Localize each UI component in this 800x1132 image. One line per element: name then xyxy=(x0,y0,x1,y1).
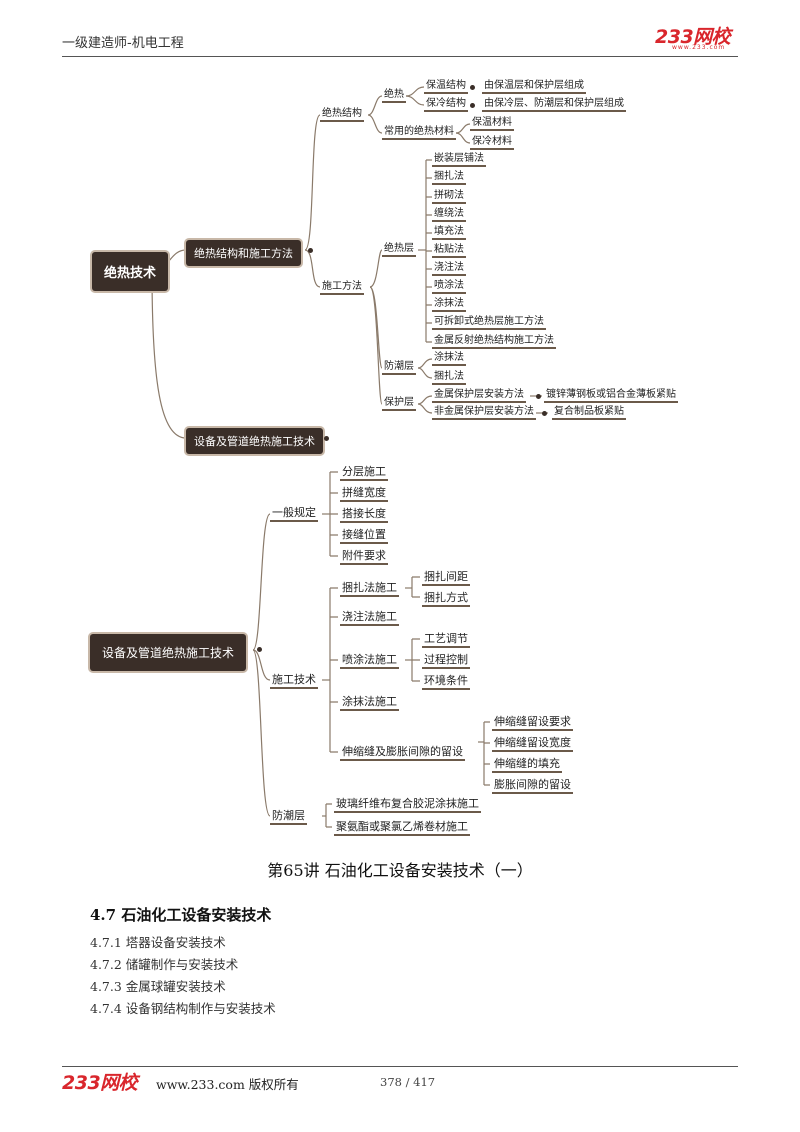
mindmap1-node-moisture-layer: 防潮层 xyxy=(382,360,416,375)
mindmap1-node-nonmetal-protect-desc: 复合制品板紧贴 xyxy=(552,405,626,420)
list-item: 分层施工 xyxy=(340,464,388,481)
list-item: 喷涂法 xyxy=(432,279,466,294)
list-item: 涂抹法 xyxy=(432,297,466,312)
list-item: 可拆卸式绝热层施工方法 xyxy=(432,315,546,330)
list-item: 拼砌法 xyxy=(432,189,466,204)
list-item: 玻璃纤维布复合胶泥涂抹施工 xyxy=(334,796,481,813)
section-item: 4.7.4 设备钢结构制作与安装技术 xyxy=(90,1001,276,1016)
mindmap2-dot xyxy=(257,647,262,652)
mindmap1-dot xyxy=(308,248,313,253)
brand-logo-url: www.233.com xyxy=(672,44,726,51)
list-item: 浇注法 xyxy=(432,261,466,276)
list-item: 伸缩缝留设宽度 xyxy=(492,735,573,752)
section-item: 4.7.2 储罐制作与安装技术 xyxy=(90,957,239,972)
list-item: 捆扎间距 xyxy=(422,569,470,586)
list-item: 环境条件 xyxy=(422,673,470,690)
mindmap1-node-nonmetal-protect: 非金属保护层安装方法 xyxy=(432,405,536,420)
mindmap1-node-structure: 绝热结构 xyxy=(320,107,364,122)
list-item: 膨胀间隙的留设 xyxy=(492,777,573,794)
lecture-title: 第65讲 石油化工设备安装技术（一） xyxy=(267,861,533,880)
mindmap1-node-material-hot: 保温材料 xyxy=(470,116,514,131)
list-item: 拼缝宽度 xyxy=(340,485,388,502)
mindmap2-node-smear-method: 涂抹法施工 xyxy=(340,694,399,711)
mindmap1-node-cold-structure: 保冷结构 xyxy=(424,97,468,112)
mindmap2-node-pour-method: 浇注法施工 xyxy=(340,609,399,626)
page-number: 378 / 417 xyxy=(380,1075,436,1089)
mindmap1-node-method: 施工方法 xyxy=(320,280,364,295)
list-item: 捆扎法 xyxy=(432,370,466,385)
list-item: 填充法 xyxy=(432,225,466,240)
list-item: 捆扎法 xyxy=(432,170,466,185)
mindmap1-dot xyxy=(536,394,541,399)
list-item: 工艺调节 xyxy=(422,631,470,648)
section-item: 4.7.3 金属球罐安装技术 xyxy=(90,979,226,994)
header-divider xyxy=(62,56,738,57)
mindmap1-node-cold-structure-desc: 由保冷层、防潮层和保护层组成 xyxy=(482,97,626,112)
list-item: 涂抹法 xyxy=(432,351,466,366)
list-item: 过程控制 xyxy=(422,652,470,669)
mindmap1-node-metal-protect-desc: 镀锌薄钢板或铝合金薄板紧贴 xyxy=(544,388,678,403)
mindmap1-node-insulation: 绝热 xyxy=(382,88,406,103)
mindmap1-node-structure-method: 绝热结构和施工方法 xyxy=(186,240,301,266)
mindmap1-node-hot-structure-desc: 由保温层和保护层组成 xyxy=(482,79,586,94)
mindmap1-root: 绝热技术 xyxy=(92,252,169,291)
mindmap2-root: 设备及管道绝热施工技术 xyxy=(90,634,247,671)
footer-logo: 233网校 xyxy=(62,1072,138,1094)
mindmap2-node-general: 一般规定 xyxy=(270,505,318,522)
brand-logo: 233网校 xyxy=(655,26,731,48)
list-item: 捆扎方式 xyxy=(422,590,470,607)
section-item: 4.7.1 塔器设备安装技术 xyxy=(90,935,226,950)
list-item: 搭接长度 xyxy=(340,506,388,523)
mindmap-connectors xyxy=(151,86,548,828)
list-item: 粘贴法 xyxy=(432,243,466,258)
list-item: 嵌装层铺法 xyxy=(432,152,486,167)
mindmap2-node-tech: 施工技术 xyxy=(270,672,318,689)
list-item: 金属反射绝热结构施工方法 xyxy=(432,334,556,349)
mindmap1-node-materials: 常用的绝热材料 xyxy=(382,125,456,140)
mindmap1-node-insulation-layer: 绝热层 xyxy=(382,242,416,257)
mindmap2-node-spray-method: 喷涂法施工 xyxy=(340,652,399,669)
footer-copyright: www.233.com 版权所有 xyxy=(156,1077,299,1092)
mindmap1-dot xyxy=(470,103,475,108)
mindmap1-node-protect-layer: 保护层 xyxy=(382,396,416,411)
mindmap1-node-equipment-pipe: 设备及管道绝热施工技术 xyxy=(186,428,323,454)
mindmap1-node-material-cold: 保冷材料 xyxy=(470,135,514,150)
list-item: 缠绕法 xyxy=(432,207,466,222)
mindmap2-node-bind-method: 捆扎法施工 xyxy=(340,580,399,597)
list-item: 伸缩缝留设要求 xyxy=(492,714,573,731)
section-heading: 4.7 石油化工设备安装技术 xyxy=(90,906,272,924)
list-item: 聚氨酯或聚氯乙烯卷材施工 xyxy=(334,819,470,836)
list-item: 附件要求 xyxy=(340,548,388,565)
mindmap1-node-hot-structure: 保温结构 xyxy=(424,79,468,94)
footer-divider xyxy=(62,1066,738,1067)
mindmap2-node-expansion: 伸缩缝及膨胀间隙的留设 xyxy=(340,744,465,761)
page-header-title: 一级建造师-机电工程 xyxy=(62,36,184,51)
mindmap1-dot xyxy=(542,411,547,416)
mindmap1-node-metal-protect: 金属保护层安装方法 xyxy=(432,388,526,403)
mindmap1-dot xyxy=(470,85,475,90)
mindmap2-node-moisture: 防潮层 xyxy=(270,808,307,825)
list-item: 伸缩缝的填充 xyxy=(492,756,562,773)
mindmap1-dot xyxy=(324,436,329,441)
list-item: 接缝位置 xyxy=(340,527,388,544)
